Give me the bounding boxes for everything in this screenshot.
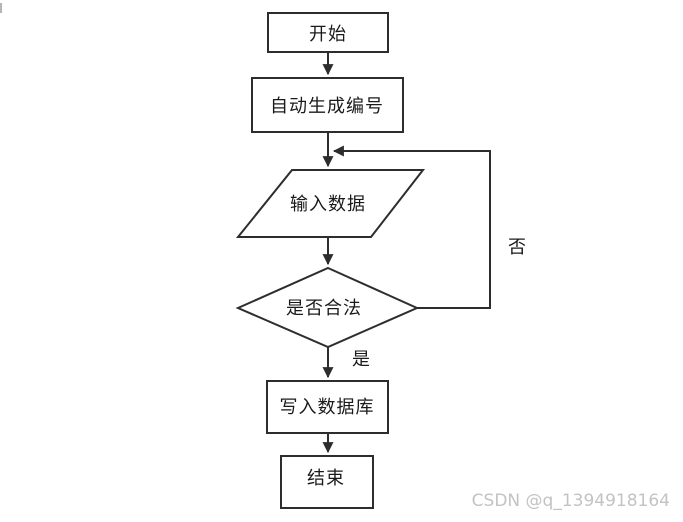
validity-check-node-shape: [235, 266, 420, 349]
write-db-node-label: 写入数据库: [279, 397, 375, 418]
validity-check-node-label: 是否合法: [286, 298, 362, 319]
write-db-node-shape: [266, 380, 389, 434]
end-node-label: 结束: [307, 468, 345, 489]
edge-label-no: 否: [508, 237, 526, 258]
input-data-node-shape: [235, 169, 426, 238]
end-node-shape: [280, 455, 374, 509]
auto-number-node-label: 自动生成编号: [270, 96, 384, 117]
start-node-shape: [267, 12, 389, 53]
edge-no-feedback-loop: [332, 145, 491, 309]
input-data-node-label: 输入数据: [290, 194, 366, 215]
corner-artifact: [0, 3, 2, 13]
edge-label-yes: 是: [352, 349, 370, 370]
start-node-label: 开始: [309, 24, 347, 45]
auto-number-node-shape: [251, 77, 404, 133]
csdn-watermark: CSDN @q_1394918164: [471, 491, 670, 511]
